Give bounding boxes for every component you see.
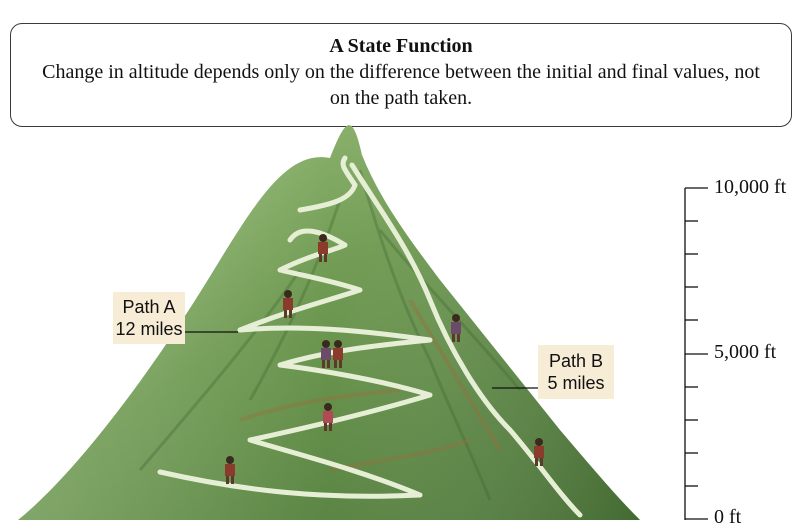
path-a-name: Path A [113, 296, 185, 318]
path-b-label: Path B 5 miles [538, 345, 614, 399]
scale-label-top: 10,000 ft [714, 176, 786, 199]
scale-label-middle: 5,000 ft [714, 341, 776, 364]
path-b-name: Path B [538, 350, 614, 372]
altitude-scale [685, 188, 708, 520]
path-a-length: 12 miles [113, 318, 185, 340]
path-a-label: Path A 12 miles [113, 292, 185, 344]
scale-label-bottom: 0 ft [714, 506, 741, 529]
path-b-length: 5 miles [538, 372, 614, 394]
